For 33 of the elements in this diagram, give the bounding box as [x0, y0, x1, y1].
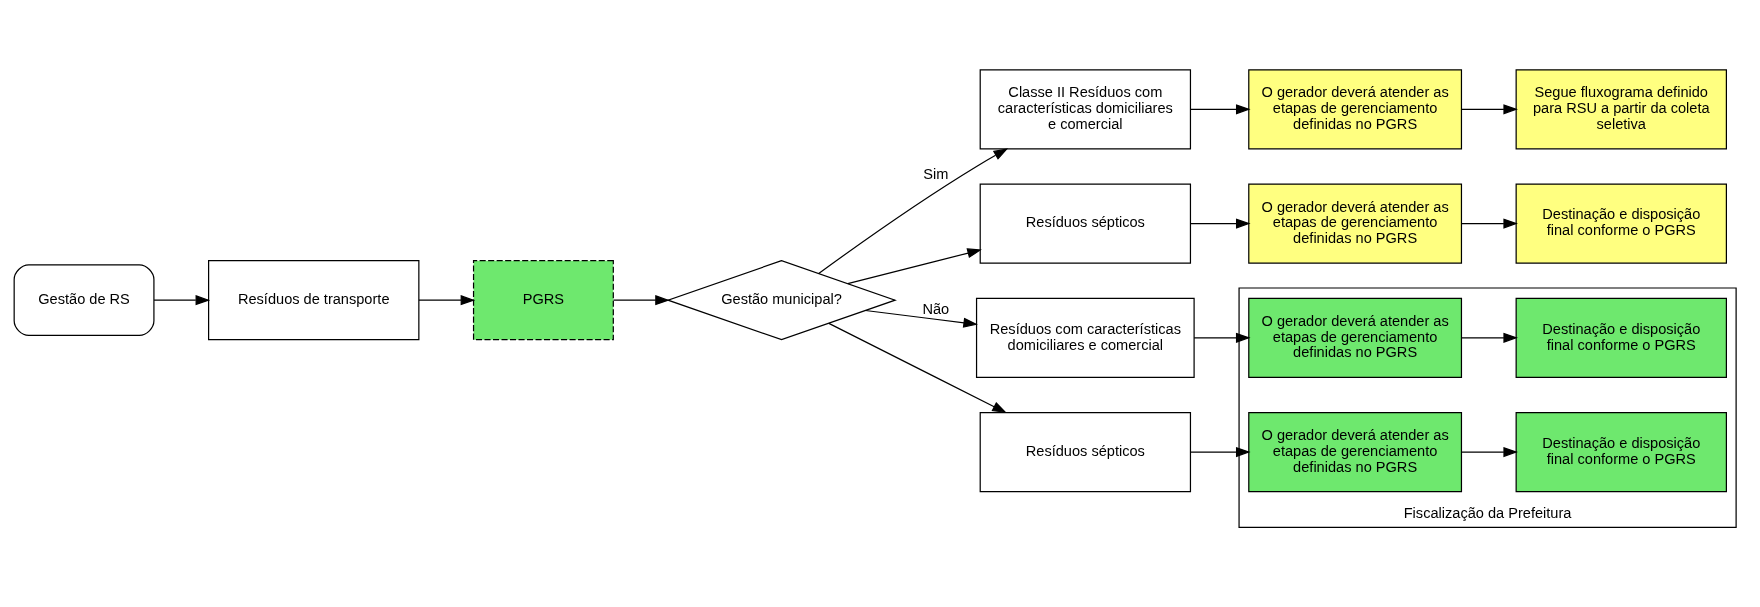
node-box: O gerador deverá atender as etapas de gerenciamento definidas no PGRS [1248, 297, 1463, 378]
arrow [1461, 104, 1518, 115]
arrow [1193, 332, 1251, 343]
node-diamond: Gestão municipal? [666, 260, 897, 341]
node-box: Resíduos sépticos [979, 183, 1192, 264]
arrow [1461, 446, 1518, 458]
node-box: O gerador deverá atender as etapas de gerenciamento definidas no PGRS [1248, 183, 1463, 264]
arrow [818, 148, 1009, 275]
arrow [418, 295, 476, 306]
arrow [828, 322, 1007, 414]
arrow [1190, 104, 1251, 115]
node-box: Resíduos sépticos [979, 411, 1192, 493]
node-box: Destinação e disposição final conforme o PGRS [1515, 183, 1727, 264]
node-box: O gerador deverá atender as etapas de gerenciamento definidas no PGRS [1248, 411, 1463, 493]
node-box: Classe II Resíduos com características domiciliares e comercial [979, 69, 1192, 150]
arrow [153, 295, 211, 306]
arrow [1190, 446, 1251, 458]
arrow [1190, 218, 1251, 229]
arrow [612, 295, 670, 306]
node-box: PGRS [472, 260, 614, 341]
arrow [847, 248, 982, 285]
arrow [1461, 218, 1518, 229]
node-box: Gestão de RS [13, 264, 155, 336]
node-box: Destinação e disposição final conforme o PGRS [1515, 411, 1727, 493]
node-box: Segue fluxograma definido para RSU a partir da coleta seletiva [1515, 69, 1727, 150]
node-box: Destinação e disposição final conforme o PGRS [1515, 297, 1727, 378]
node-box: Resíduos com características domiciliares e comercial [975, 297, 1195, 378]
node-box: Resíduos de transporte [208, 260, 420, 341]
arrow [1461, 332, 1518, 343]
edge-label: Não [922, 301, 950, 318]
edge-label: Sim [923, 166, 949, 183]
node-box: O gerador deverá atender as etapas de gerenciamento definidas no PGRS [1248, 69, 1463, 150]
arrow [864, 309, 978, 328]
